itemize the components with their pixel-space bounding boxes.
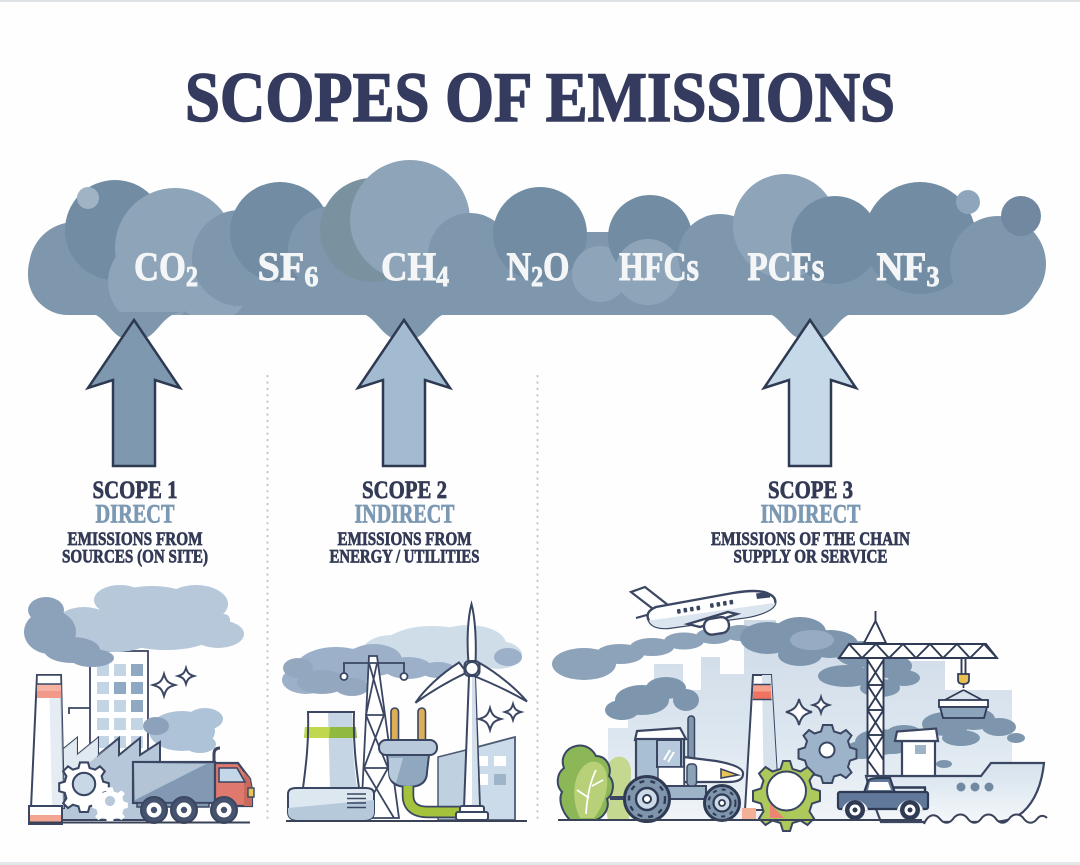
svg-text:DIRECT: DIRECT	[96, 500, 175, 529]
svg-text:SCOPE 1: SCOPE 1	[93, 475, 178, 504]
svg-text:SOURCES (ON SITE): SOURCES (ON SITE)	[62, 547, 208, 568]
svg-text:HFCs: HFCs	[619, 244, 699, 289]
svg-text:INDIRECT: INDIRECT	[761, 500, 861, 529]
svg-text:SCOPE 2: SCOPE 2	[362, 475, 447, 504]
svg-text:ENERGY / UTILITIES: ENERGY / UTILITIES	[330, 547, 480, 568]
svg-text:SCOPE 3: SCOPE 3	[768, 475, 853, 504]
svg-text:NF3: NF3	[877, 244, 940, 293]
svg-text:EMISSIONS OF THE CHAIN: EMISSIONS OF THE CHAIN	[711, 529, 910, 550]
svg-text:N2O: N2O	[507, 244, 570, 293]
svg-text:SCOPES OF EMISSIONS: SCOPES OF EMISSIONS	[185, 59, 895, 137]
svg-text:SF6: SF6	[258, 244, 319, 293]
svg-text:EMISSIONS FROM: EMISSIONS FROM	[338, 529, 472, 550]
svg-text:PCFs: PCFs	[748, 244, 825, 289]
svg-text:INDIRECT: INDIRECT	[355, 500, 455, 529]
svg-text:EMISSIONS FROM: EMISSIONS FROM	[68, 529, 203, 550]
svg-text:SUPPLY OR SERVICE: SUPPLY OR SERVICE	[734, 547, 888, 568]
svg-text:CO2: CO2	[134, 244, 198, 293]
